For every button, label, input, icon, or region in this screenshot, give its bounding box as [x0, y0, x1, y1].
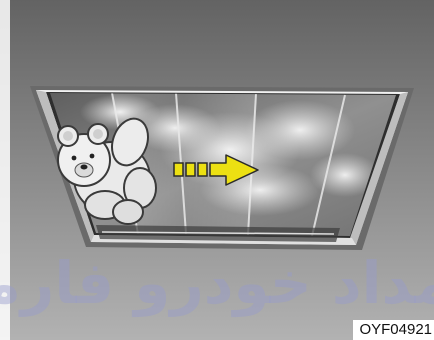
figure-code: OYF04921 — [353, 320, 434, 340]
